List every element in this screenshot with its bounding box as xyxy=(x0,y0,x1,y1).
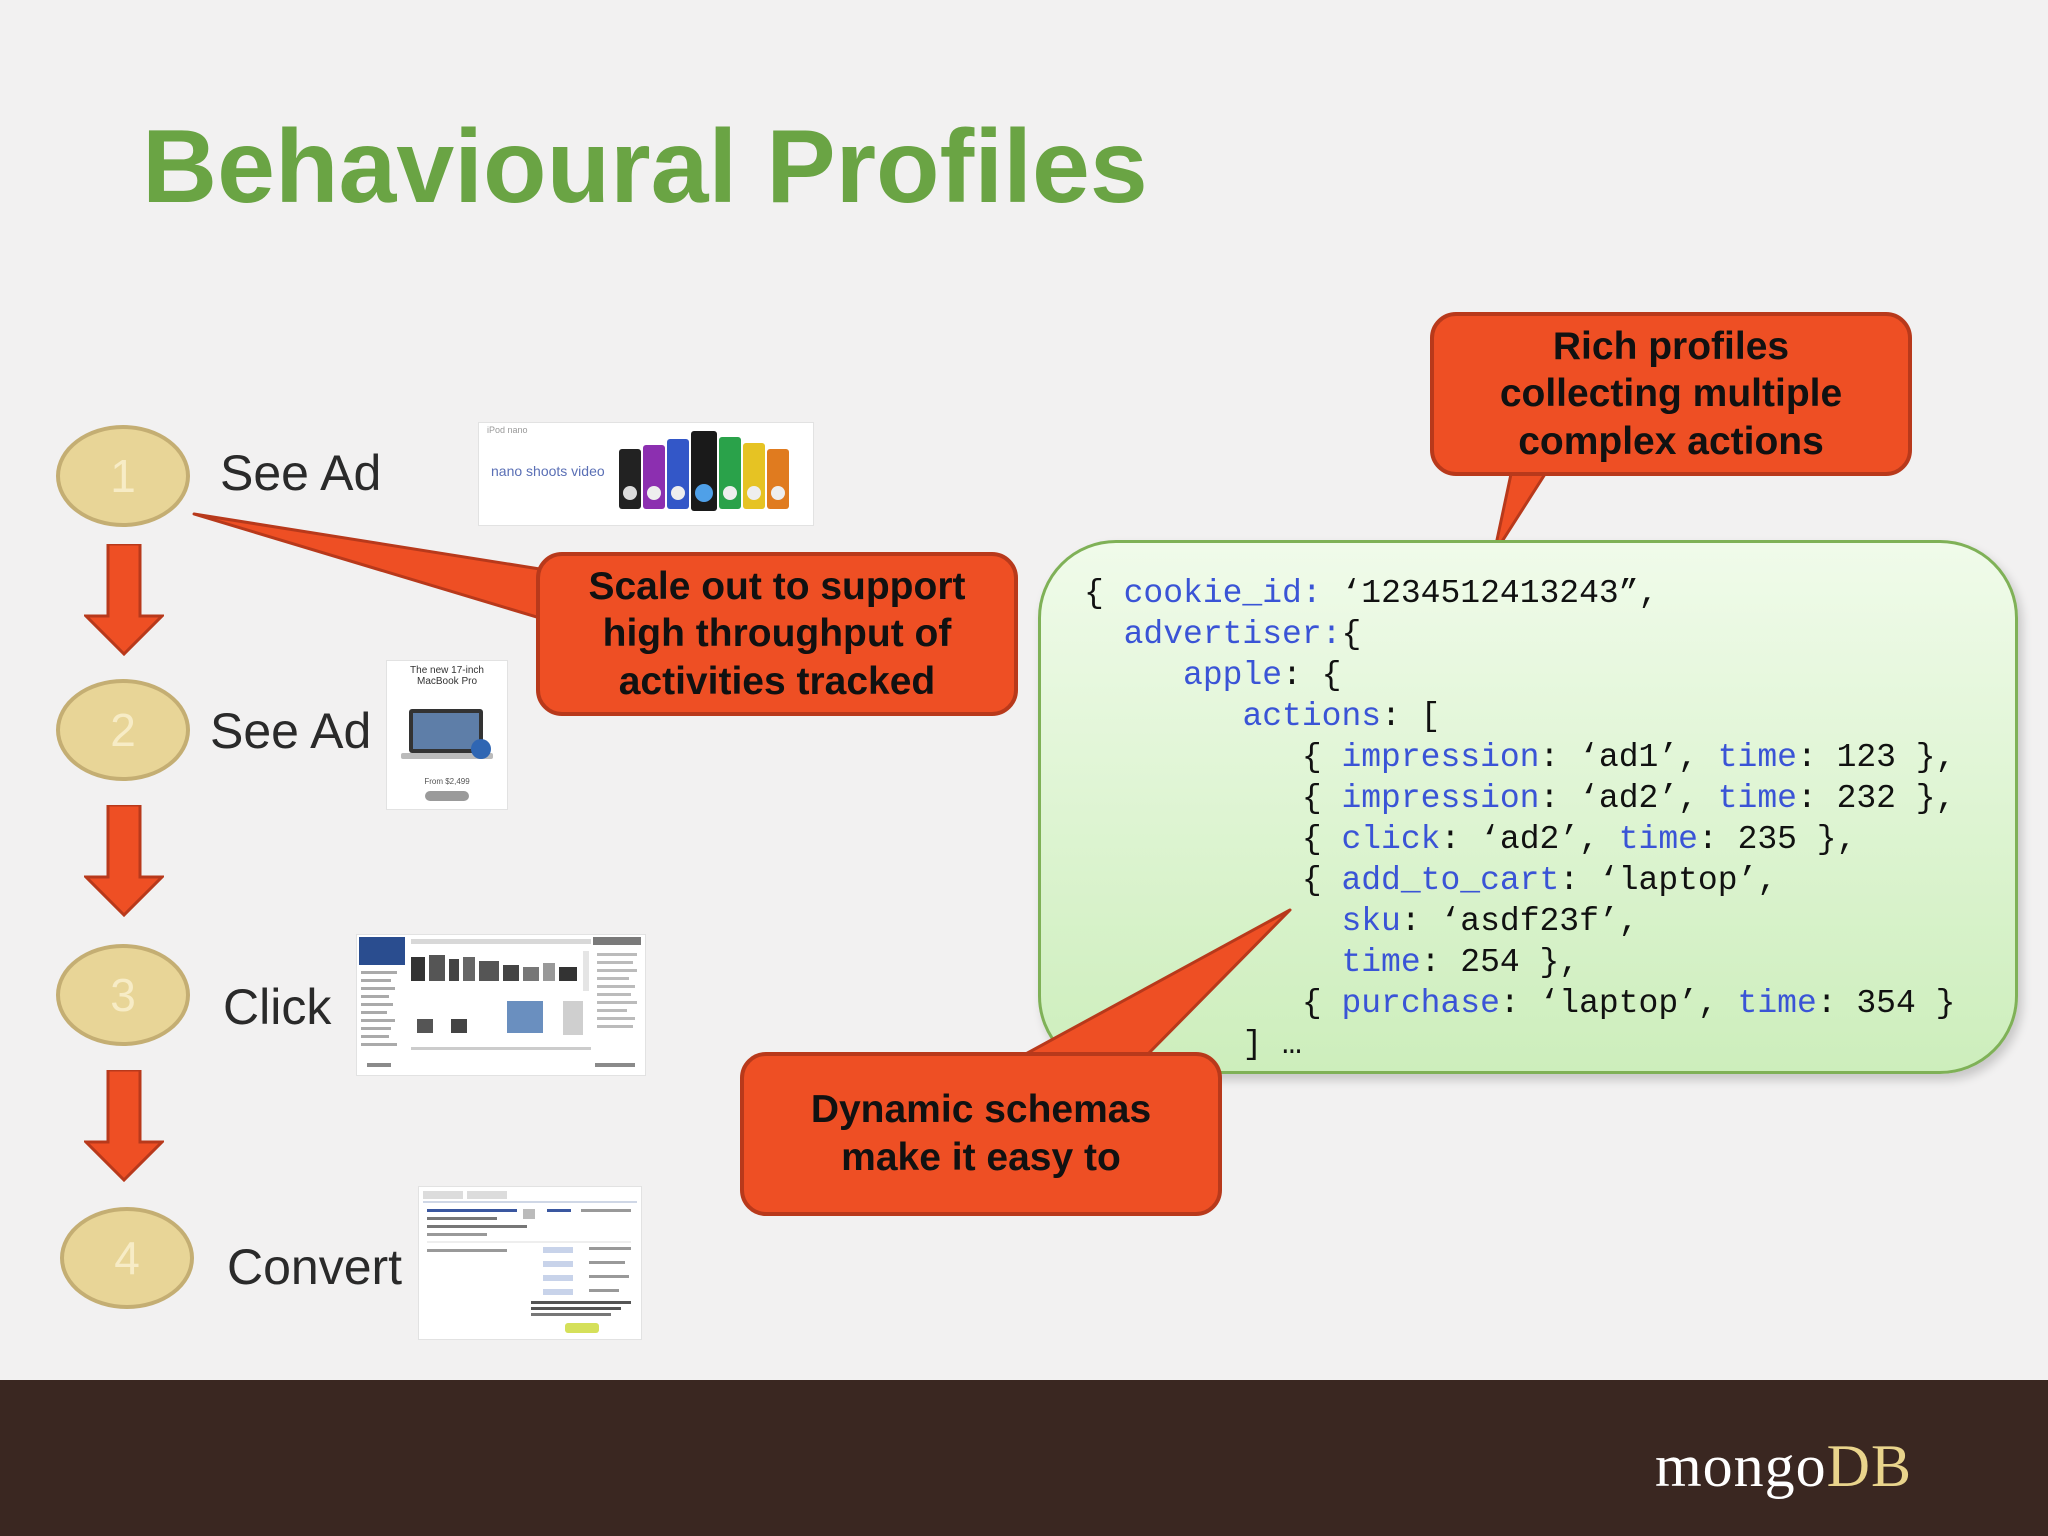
code-value-cookie-id: ‘1234512413243”, xyxy=(1321,575,1659,612)
code-value-ad2: ‘ad2’ xyxy=(1579,780,1679,817)
dynamic-schemas-pointer xyxy=(1020,908,1292,1058)
code-key-impression: impression xyxy=(1341,739,1540,776)
ipod-ad-header: iPod nano xyxy=(487,425,528,435)
macbook-ad-price: From $2,499 xyxy=(424,777,470,786)
code-key-purchase: purchase xyxy=(1341,985,1500,1022)
step-1-label: See Ad xyxy=(220,445,382,501)
step-2-circle: 2 xyxy=(56,679,190,781)
scale-out-callout: Scale out to support high throughput of … xyxy=(536,552,1018,716)
code-value-laptop: ‘laptop’ xyxy=(1539,985,1698,1022)
step-3-circle: 3 xyxy=(56,944,190,1046)
step-2-label: See Ad xyxy=(210,703,372,759)
laptop-icon xyxy=(401,709,493,759)
code-value-time: 254 xyxy=(1460,944,1520,981)
dynamic-schemas-text: Dynamic schemas make it easy to xyxy=(810,1088,1152,1179)
step-1-number: 1 xyxy=(110,450,136,502)
step-4-number: 4 xyxy=(114,1232,140,1284)
logo-db: DB xyxy=(1826,1433,1912,1499)
code-key-impression: impression xyxy=(1341,780,1540,817)
down-arrow-icon xyxy=(84,1070,164,1182)
code-value-sku: ‘asdf23f’ xyxy=(1440,903,1619,940)
slide-title: Behavioural Profiles xyxy=(142,109,1148,225)
logo-mongo: mongo xyxy=(1654,1433,1827,1499)
scale-out-text: Scale out to support high throughput of … xyxy=(588,564,966,703)
dynamic-schemas-callout: Dynamic schemas make it easy to xyxy=(740,1052,1222,1216)
code-value-laptop: ‘laptop’ xyxy=(1598,862,1758,899)
code-key-apple: apple xyxy=(1183,657,1283,694)
code-key-click: click xyxy=(1341,821,1441,858)
ipod-ad-tagline: nano shoots video xyxy=(491,463,605,479)
checkout-page-thumbnail xyxy=(418,1186,642,1340)
code-key-time: time xyxy=(1737,985,1817,1022)
step-4-circle: 4 xyxy=(60,1207,194,1309)
step-2-number: 2 xyxy=(110,704,136,756)
rich-profiles-pointer xyxy=(1492,460,1556,556)
code-key-time: time xyxy=(1341,944,1421,981)
macbook-ad-headline: The new 17-inch MacBook Pro xyxy=(410,665,484,687)
code-key-time: time xyxy=(1717,780,1797,817)
footer-bar xyxy=(0,1380,2048,1536)
code-value-time: 354 xyxy=(1856,985,1916,1022)
code-value-ad2: ‘ad2’ xyxy=(1480,821,1580,858)
code-key-cookie-id: cookie_id: xyxy=(1123,575,1322,612)
code-value-ad1: ‘ad1’ xyxy=(1579,739,1679,776)
checkout-page-icon xyxy=(419,1187,641,1339)
step-3-number: 3 xyxy=(110,969,136,1021)
store-page-thumbnail xyxy=(356,934,646,1076)
json-document-code: { cookie_id: ‘1234512413243”, advertiser… xyxy=(1084,575,1956,1063)
down-arrow-icon xyxy=(84,805,164,917)
macbook-ad-button xyxy=(425,791,469,801)
code-ellipsis: ] … xyxy=(1242,1026,1302,1063)
ipod-nano-icon xyxy=(619,431,789,511)
code-key-time: time xyxy=(1618,821,1698,858)
rich-profiles-callout: Rich profiles collecting multiple comple… xyxy=(1430,312,1912,476)
code-key-advertiser: advertiser: xyxy=(1123,616,1342,653)
rich-profiles-text: Rich profiles collecting multiple comple… xyxy=(1499,324,1843,463)
code-value-time: 232 xyxy=(1836,780,1896,817)
scale-out-pointer xyxy=(192,512,562,626)
code-value-time: 123 xyxy=(1836,739,1896,776)
code-key-actions: actions xyxy=(1242,698,1382,735)
macbook-ad-thumbnail: The new 17-inch MacBook Pro From $2,499 xyxy=(386,660,508,810)
mongodb-logo: mongoDB xyxy=(1655,1432,1912,1501)
code-key-add-to-cart: add_to_cart xyxy=(1341,862,1560,899)
code-value-time: 235 xyxy=(1737,821,1797,858)
code-key-time: time xyxy=(1717,739,1797,776)
step-3-label: Click xyxy=(223,979,332,1035)
code-key-sku: sku xyxy=(1341,903,1401,940)
ipod-ad-thumbnail: iPod nano nano shoots video xyxy=(478,422,814,526)
down-arrow-icon xyxy=(84,544,164,656)
step-1-circle: 1 xyxy=(56,425,190,527)
step-4-label: Convert xyxy=(227,1239,403,1295)
store-page-icon xyxy=(357,935,645,1075)
